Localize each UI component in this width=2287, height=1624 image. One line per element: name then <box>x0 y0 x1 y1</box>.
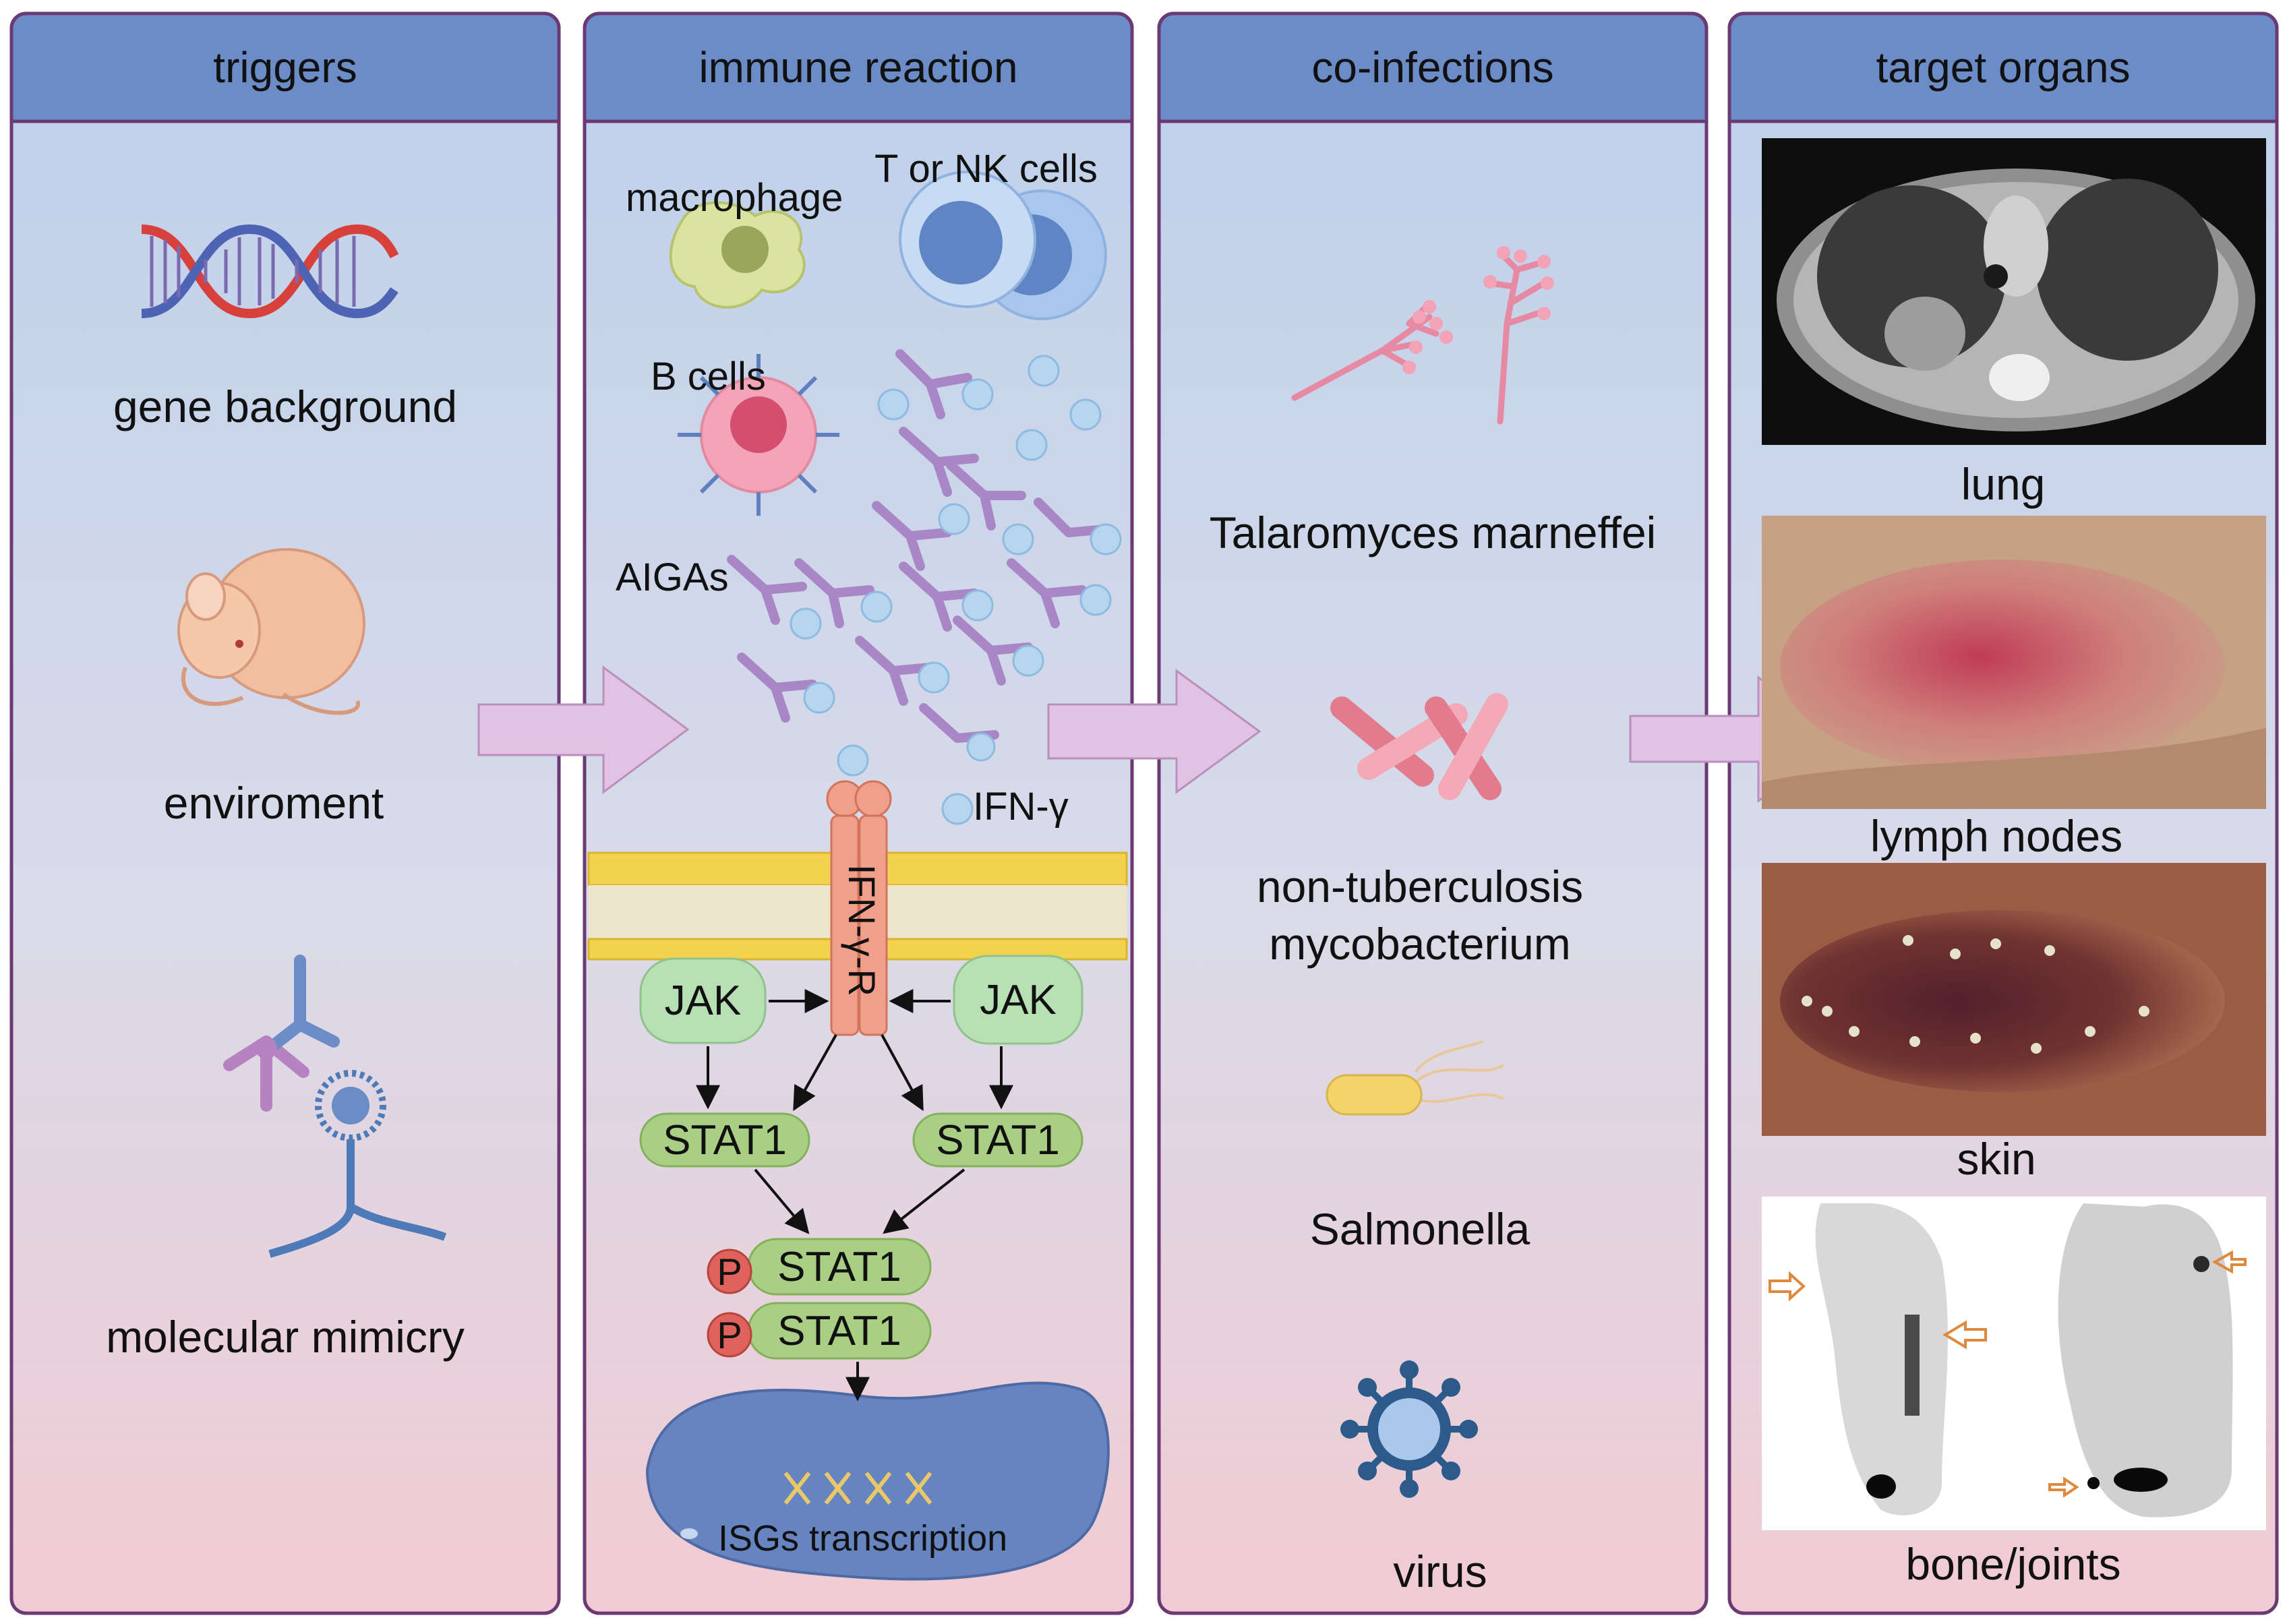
jak-left <box>639 957 767 1044</box>
virus-icon <box>1340 1360 1478 1498</box>
label-isgs-transcription: ISGs transcription <box>718 1518 1008 1559</box>
label-stat1-right: STAT1 <box>936 1116 1060 1164</box>
skin-lesion-photo <box>1762 863 2266 1136</box>
label-ifn-gamma-receptor: IFN-γ-R <box>841 864 883 996</box>
salmonella-icon <box>1326 1040 1505 1116</box>
lung-ct-image <box>1762 138 2266 445</box>
pet-scan-image <box>1762 1197 2266 1530</box>
stat1-right <box>912 1112 1083 1168</box>
b-cell-icon <box>678 354 839 516</box>
ifn-gamma-receptor <box>826 780 892 1036</box>
label-t-nk-cells: T or NK cells <box>874 147 1098 191</box>
label-virus: virus <box>1393 1546 1487 1596</box>
label-phospho-bottom: P <box>717 1313 742 1356</box>
antibody-icon <box>223 955 340 1112</box>
phospho-top <box>707 1249 752 1294</box>
lymphocyte-icon <box>899 171 1107 320</box>
label-phospho-top: P <box>717 1250 742 1293</box>
lymph-node-photo <box>1762 516 2266 809</box>
label-bone-joints: bone/joints <box>1905 1539 2121 1589</box>
label-stat1-left: STAT1 <box>663 1116 787 1164</box>
label-mycobacterium: mycobacterium <box>1269 919 1571 969</box>
header-immune-reaction: immune reaction <box>699 43 1018 92</box>
pathway-arrows <box>696 989 1013 1402</box>
label-gene-background: gene background <box>113 382 458 431</box>
label-molecular-mimicry: molecular mimicry <box>106 1312 465 1362</box>
nucleus-highlight <box>680 1528 698 1539</box>
dna-strand-icon <box>783 1472 932 1505</box>
macrophage-icon <box>669 201 806 309</box>
talaromyces-icon <box>1291 246 1554 425</box>
dna-icon <box>141 224 399 319</box>
label-skin: skin <box>1957 1134 2036 1184</box>
label-enviroment: enviroment <box>163 778 384 828</box>
jak-right <box>953 955 1083 1045</box>
flow-arrow-1 <box>477 665 690 794</box>
label-non-tuberculosis: non-tuberculosis <box>1256 862 1584 911</box>
label-p-stat1-bottom: STAT1 <box>777 1307 901 1354</box>
panel-triggers <box>9 11 561 1615</box>
label-p-stat1-top: STAT1 <box>777 1243 901 1290</box>
mycobacterium-icon <box>1330 693 1508 800</box>
label-macrophage: macrophage <box>626 176 843 220</box>
phospho-bottom <box>707 1312 752 1358</box>
label-lung: lung <box>1961 459 2046 509</box>
header-co-infections: co-infections <box>1311 43 1554 92</box>
nucleus <box>645 1381 1110 1581</box>
label-jak-right: JAK <box>980 976 1057 1023</box>
ifn-gamma-legend-dot <box>941 793 974 825</box>
flow-arrow-2 <box>1047 669 1261 794</box>
label-b-cells: B cells <box>651 355 766 398</box>
label-ifn-gamma: IFN-γ <box>973 785 1069 829</box>
label-talaromyces: Talaromyces marneffei <box>1209 508 1657 558</box>
label-aigas: AIGAs <box>616 555 729 599</box>
label-salmonella: Salmonella <box>1309 1204 1531 1254</box>
fungus-icon <box>268 1070 447 1258</box>
aigas-cluster <box>727 349 1110 743</box>
label-jak-left: JAK <box>664 978 742 1024</box>
header-target-organs: target organs <box>1876 43 2131 92</box>
mouse-icon <box>177 548 365 715</box>
panel-co-infections <box>1157 11 1709 1615</box>
label-lymph-nodes: lymph nodes <box>1870 811 2123 861</box>
ifn-gamma-dots <box>790 355 1122 777</box>
stat1-left <box>639 1112 810 1168</box>
header-triggers: triggers <box>213 43 357 92</box>
